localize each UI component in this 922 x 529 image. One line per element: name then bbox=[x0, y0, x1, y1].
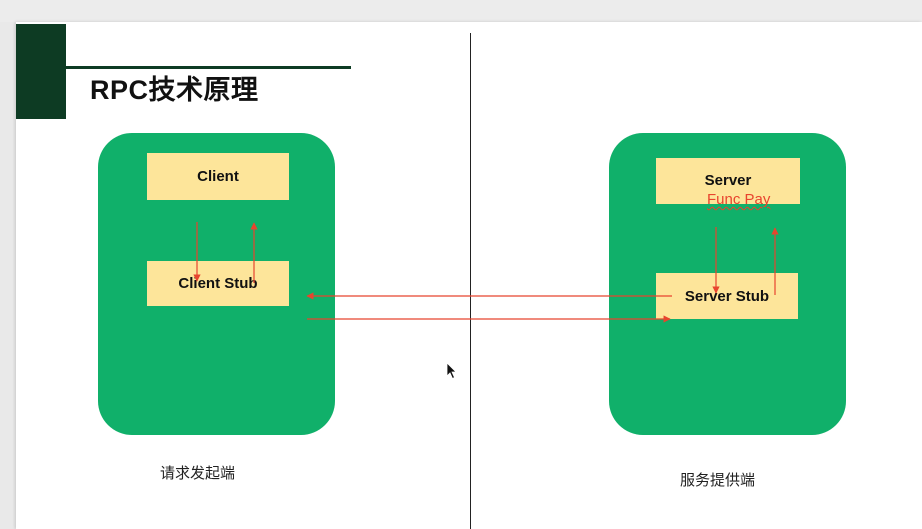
func-pay-annotation: Func Pay bbox=[707, 191, 771, 208]
server-box: Server bbox=[656, 158, 800, 204]
mouse-cursor-icon bbox=[446, 362, 457, 380]
server-stub-box: Server Stub bbox=[656, 273, 798, 319]
client-side-caption: 请求发起端 bbox=[160, 465, 236, 482]
title-underline bbox=[66, 66, 351, 69]
client-stub-box: Client Stub bbox=[147, 261, 289, 306]
vertical-divider bbox=[470, 33, 471, 529]
server-label: Server bbox=[704, 172, 752, 189]
client-stub-label: Client Stub bbox=[178, 275, 258, 292]
slide-title: RPC技术原理 bbox=[90, 75, 259, 105]
window-top-bar bbox=[0, 0, 922, 22]
server-side-caption: 服务提供端 bbox=[680, 472, 756, 489]
client-box: Client bbox=[147, 153, 289, 200]
server-stub-label: Server Stub bbox=[684, 287, 770, 305]
client-label: Client bbox=[197, 168, 239, 185]
title-accent-block bbox=[16, 24, 66, 119]
